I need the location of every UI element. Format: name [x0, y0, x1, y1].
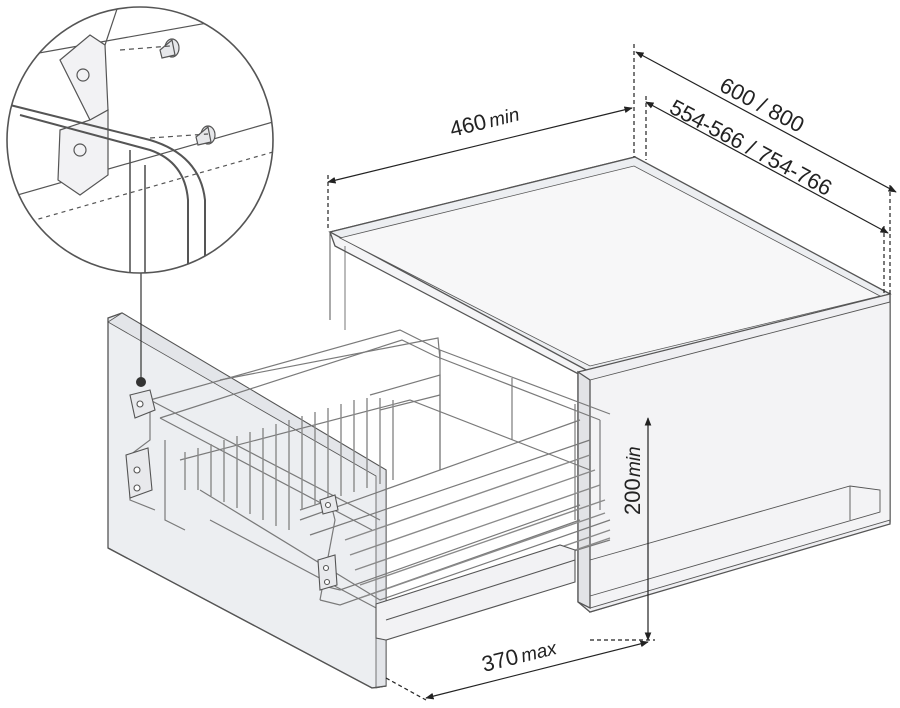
dim-200-suffix: min [624, 446, 645, 477]
dim-label-width-min: 460 min [447, 104, 522, 142]
dim-label-height-min: 200 min [620, 446, 645, 515]
dim-label-basket-max: 370 max [479, 638, 560, 677]
dim-200-value: 200 [620, 478, 645, 515]
screw-mount-detail-icon [6, 6, 274, 274]
detail-pointer [136, 272, 146, 387]
dim-370-suffix: max [519, 638, 560, 667]
runner [375, 544, 576, 641]
cabinet [328, 156, 892, 613]
left-side-panel [107, 312, 387, 689]
dimension-lines [327, 44, 897, 701]
mounting-brackets [125, 389, 339, 591]
dim-370-value: 370 [479, 644, 521, 677]
dim-460-value: 460 [447, 109, 489, 142]
dim-460-suffix: min [487, 104, 522, 132]
